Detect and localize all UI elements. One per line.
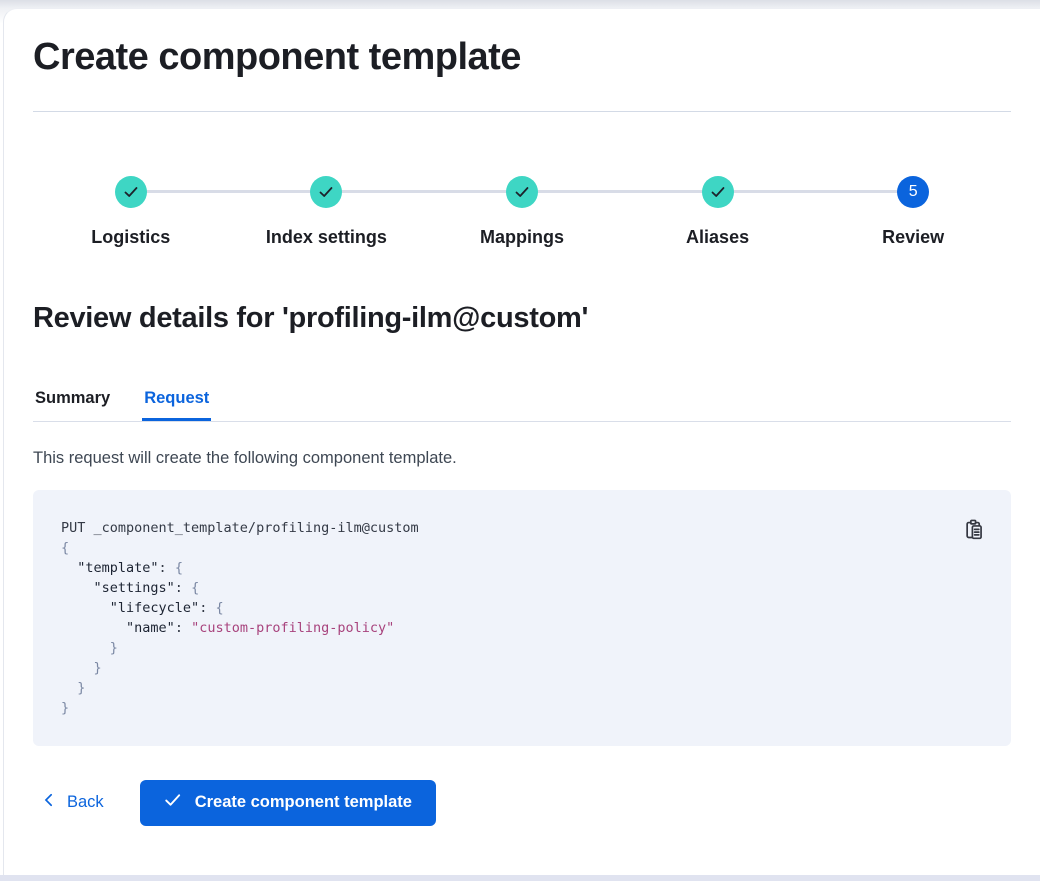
code-line: } (61, 659, 102, 676)
create-component-template-button[interactable]: Create component template (139, 779, 436, 826)
step-logistics[interactable]: Logistics (33, 175, 229, 248)
step-check-icon (114, 175, 147, 208)
code-line: "template": { (77, 559, 183, 576)
step-label: Index settings (265, 226, 387, 247)
code-line: } (61, 699, 70, 716)
check-icon (164, 792, 182, 813)
code-line: { (61, 539, 70, 556)
footer-actions: Back Create component template (33, 779, 1011, 826)
review-tabs: Summary Request (33, 388, 1011, 422)
step-number-badge: 5 (897, 175, 930, 208)
step-label: Review (882, 226, 945, 247)
step-aliases[interactable]: Aliases (620, 175, 816, 248)
code-line: "lifecycle": { (109, 599, 224, 616)
code-line: "name": "custom-profiling-policy" (126, 619, 395, 636)
step-label: Mappings (479, 226, 564, 247)
back-label: Back (67, 793, 104, 812)
review-heading: Review details for 'profiling-ilm@custom… (33, 301, 589, 334)
step-check-icon (505, 175, 538, 208)
copy-clipboard-icon (964, 519, 985, 544)
step-check-icon (310, 175, 343, 208)
code-line: PUT _component_template/profiling-ilm@cu… (61, 519, 419, 536)
step-label: Logistics (91, 226, 171, 247)
copy-button[interactable] (962, 516, 987, 543)
tab-summary[interactable]: Summary (35, 388, 111, 407)
back-button[interactable]: Back (42, 792, 104, 813)
request-description: This request will create the following c… (33, 448, 457, 467)
submit-label: Create component template (194, 793, 412, 812)
create-component-template-panel: Create component template Logistics Index… (3, 8, 1040, 881)
step-check-icon (701, 175, 734, 208)
tab-request[interactable]: Request (142, 388, 211, 421)
code-line: } (61, 639, 118, 656)
code-content: PUT _component_template/profiling-ilm@cu… (61, 518, 983, 718)
request-code-block: PUT _component_template/profiling-ilm@cu… (33, 489, 1011, 746)
bottom-page-edge (0, 875, 1040, 881)
code-line: } (61, 679, 86, 696)
code-line: "settings": { (93, 579, 200, 596)
title-divider (33, 110, 1011, 112)
step-label: Aliases (686, 226, 750, 247)
page-title: Create component template (33, 36, 521, 78)
chevron-left-icon (42, 792, 56, 813)
step-index-settings[interactable]: Index settings (229, 175, 425, 248)
step-mappings[interactable]: Mappings (424, 175, 620, 248)
